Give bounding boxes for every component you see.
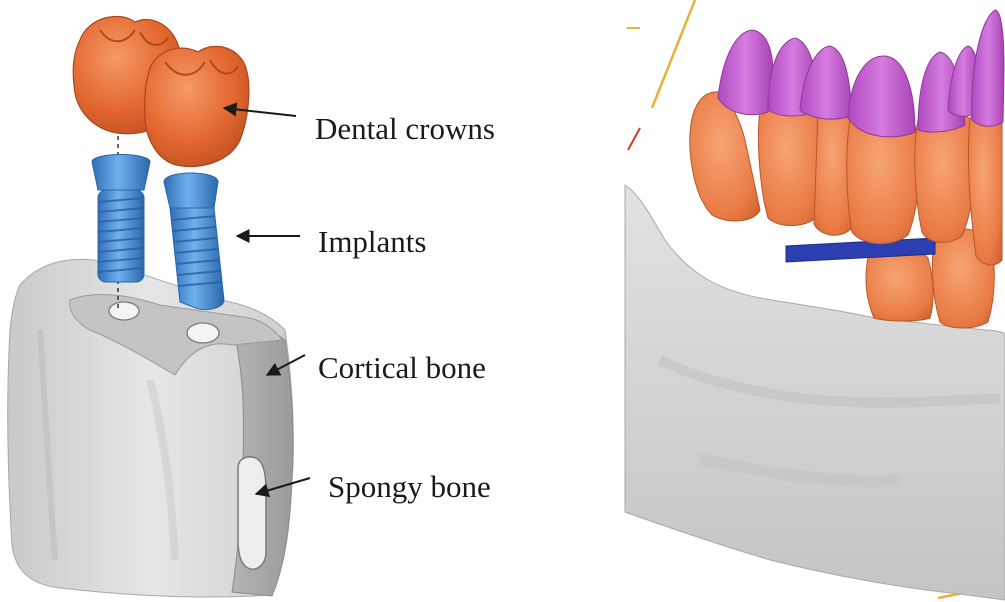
upper-teeth: [689, 91, 1003, 266]
axis-line-top: [650, 0, 697, 109]
label-dental-crowns: Dental crowns: [315, 111, 495, 146]
implant-right: [163, 172, 225, 311]
arrow-spongy-bone: [254, 477, 311, 498]
upper-teeth-enamel: [717, 9, 1005, 138]
mandible-bone: [624, 184, 1005, 601]
bone-block: [7, 258, 294, 598]
right-panel: [624, 0, 1005, 601]
spongy-bone-canal: [237, 456, 267, 570]
implant-hole-right: [186, 322, 220, 344]
label-implants: Implants: [318, 224, 427, 259]
axis-line-red: [627, 127, 641, 151]
label-spongy-bone-group: Spongy bone: [254, 469, 491, 504]
label-cortical-bone-group: Cortical bone: [265, 350, 486, 385]
implant-left: [91, 154, 151, 283]
arrow-cortical-bone: [265, 354, 306, 376]
implant-hole-left: [108, 301, 140, 321]
arrow-dental-crowns: [222, 102, 297, 117]
label-cortical-bone: Cortical bone: [318, 350, 486, 385]
crown-right: [144, 45, 250, 167]
left-panel: Dental crowns Implants Cortical bone Spo…: [7, 15, 495, 598]
label-dental-crowns-group: Dental crowns: [222, 102, 495, 146]
label-implants-group: Implants: [235, 224, 427, 259]
label-spongy-bone: Spongy bone: [328, 469, 491, 504]
